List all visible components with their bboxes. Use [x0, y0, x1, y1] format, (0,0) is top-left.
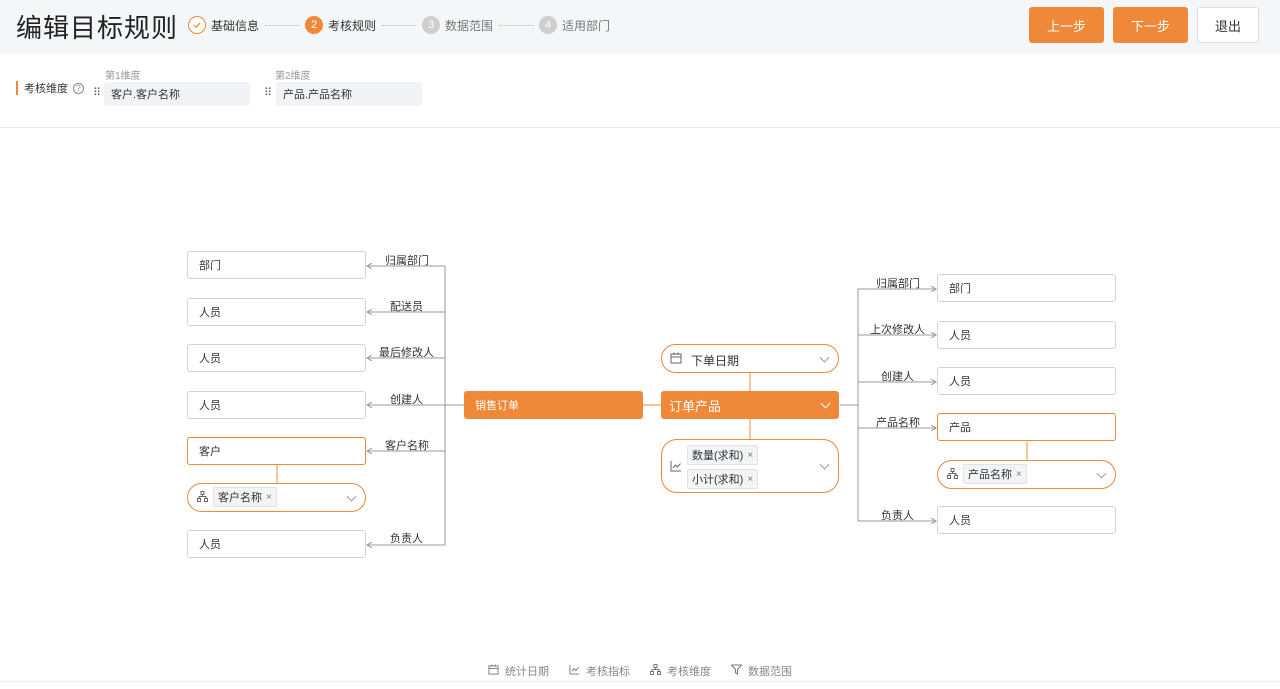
- left-target-customer[interactable]: 客户: [187, 437, 366, 465]
- left-target-owner[interactable]: 人员: [187, 530, 366, 558]
- selected-tag[interactable]: 产品名称 ×: [963, 464, 1027, 484]
- drag-handle-icon[interactable]: ⠿: [93, 87, 102, 99]
- step-separator: [382, 24, 417, 26]
- dimension-bar: 考核维度 ? 第1维度 ⠿ 客户.客户名称 第2维度 ⠿ 产品.产品名称: [0, 54, 1280, 128]
- line-chart-icon: [569, 664, 580, 678]
- drag-handle-icon[interactable]: ⠿: [264, 87, 273, 99]
- dim1-field[interactable]: 客户.客户名称: [104, 82, 250, 106]
- date-field-select[interactable]: 下单日期: [661, 344, 839, 373]
- relation-label: 归属部门: [385, 255, 429, 267]
- footer-legend: 统计日期 考核指标 考核维度 数据范围: [0, 660, 1280, 682]
- right-target-product[interactable]: 产品: [937, 413, 1116, 441]
- chevron-down-icon[interactable]: [346, 491, 357, 502]
- tag-label: 客户名称: [218, 492, 262, 504]
- close-icon[interactable]: ×: [1016, 468, 1022, 480]
- metric-select[interactable]: 数量(求和) × 小计(求和) ×: [661, 439, 839, 493]
- relation-label: 上次修改人: [870, 324, 925, 336]
- selected-tag[interactable]: 客户名称 ×: [213, 487, 277, 507]
- next-button[interactable]: 下一步: [1113, 7, 1188, 43]
- date-field-label: 下单日期: [691, 354, 740, 368]
- left-target-department[interactable]: 部门: [187, 251, 366, 279]
- relation-label: 产品名称: [876, 417, 920, 429]
- left-target-deliverer[interactable]: 人员: [187, 298, 366, 326]
- dim1-title: 第1维度: [105, 71, 141, 82]
- tag-label: 数量(求和): [692, 450, 744, 462]
- tag-label: 小计(求和): [692, 474, 744, 486]
- relation-label: 负责人: [881, 510, 914, 522]
- step-label: 考核规则: [328, 18, 377, 33]
- step-indicator: 基础信息 2 考核规则 3 数据范围 4 适用部门: [188, 15, 610, 35]
- footer-item-dimensions[interactable]: 考核维度: [650, 663, 711, 679]
- relation-label: 归属部门: [876, 278, 920, 290]
- check-icon: [188, 16, 206, 34]
- footer-item-data-range[interactable]: 数据范围: [730, 663, 792, 679]
- calendar-icon: [670, 352, 682, 367]
- connector-lines: [276, 129, 1028, 674]
- footer-item-label: 考核维度: [667, 665, 711, 678]
- chevron-down-icon[interactable]: [820, 398, 831, 409]
- hierarchy-icon: [650, 663, 661, 678]
- right-target-creator[interactable]: 人员: [937, 367, 1116, 395]
- relation-graph: 部门 人员 人员 人员 客户 客户名称 × 人员 归属部门 配送员 最后修改人 …: [0, 129, 1280, 674]
- chevron-down-icon[interactable]: [1096, 468, 1107, 479]
- hierarchy-icon: [947, 468, 958, 482]
- step-departments[interactable]: 4 适用部门: [539, 16, 610, 34]
- line-chart-icon: [670, 460, 682, 475]
- footer-item-stat-date[interactable]: 统计日期: [488, 663, 549, 679]
- close-icon[interactable]: ×: [747, 473, 754, 485]
- dim2-title: 第2维度: [275, 71, 311, 82]
- step-separator: [265, 24, 300, 26]
- customer-field-select[interactable]: 客户名称 ×: [187, 483, 366, 512]
- footer-item-label: 考核指标: [586, 665, 630, 678]
- footer-item-label: 数据范围: [748, 665, 792, 678]
- order-product-label: 订单产品: [669, 398, 722, 414]
- left-target-last-modifier[interactable]: 人员: [187, 344, 366, 372]
- relation-label: 负责人: [390, 533, 423, 545]
- relation-label: 客户名称: [385, 440, 429, 452]
- right-target-owner[interactable]: 人员: [937, 506, 1116, 534]
- relation-label: 创建人: [390, 394, 423, 406]
- dimension-label-text: 考核维度: [24, 83, 68, 95]
- dim2-field[interactable]: 产品.产品名称: [276, 82, 422, 106]
- calendar-icon: [488, 663, 499, 678]
- step-basic-info[interactable]: 基础信息: [188, 16, 259, 34]
- filter-icon: [730, 664, 743, 678]
- prev-button[interactable]: 上一步: [1029, 7, 1104, 43]
- relation-label: 最后修改人: [379, 347, 434, 359]
- metric-tag[interactable]: 小计(求和) ×: [687, 469, 759, 489]
- help-icon[interactable]: ?: [73, 82, 84, 94]
- step-label: 数据范围: [445, 18, 494, 33]
- relation-label: 创建人: [881, 371, 914, 383]
- right-target-last-modifier[interactable]: 人员: [937, 321, 1116, 349]
- order-product-node[interactable]: 订单产品: [661, 391, 839, 419]
- step-label: 适用部门: [562, 18, 611, 33]
- close-icon[interactable]: ×: [747, 449, 754, 461]
- hierarchy-icon: [197, 491, 208, 505]
- relation-label: 配送员: [390, 301, 423, 313]
- header: 编辑目标规则 基础信息 2 考核规则 3 数据范围 4 适用部门 上一步 下一步…: [0, 0, 1280, 54]
- step-separator: [499, 24, 534, 26]
- tag-label: 产品名称: [968, 469, 1012, 481]
- sales-order-node[interactable]: 销售订单: [464, 391, 643, 419]
- step-data-range[interactable]: 3 数据范围: [422, 16, 493, 34]
- chevron-down-icon[interactable]: [819, 352, 830, 363]
- footer-item-metrics[interactable]: 考核指标: [569, 663, 630, 679]
- step-label: 基础信息: [211, 18, 260, 33]
- exit-button[interactable]: 退出: [1197, 7, 1259, 43]
- step-number: 3: [422, 16, 441, 34]
- metric-tag[interactable]: 数量(求和) ×: [687, 445, 759, 465]
- step-number: 2: [305, 16, 324, 34]
- footer-item-label: 统计日期: [505, 665, 549, 678]
- step-rules[interactable]: 2 考核规则: [305, 16, 376, 34]
- close-icon[interactable]: ×: [266, 491, 272, 503]
- right-target-department[interactable]: 部门: [937, 274, 1116, 302]
- chevron-down-icon[interactable]: [819, 459, 830, 470]
- product-field-select[interactable]: 产品名称 ×: [937, 460, 1116, 489]
- dimension-label: 考核维度 ?: [16, 81, 84, 95]
- left-target-creator[interactable]: 人员: [187, 391, 366, 419]
- step-number: 4: [539, 16, 558, 34]
- page-title: 编辑目标规则: [16, 13, 179, 43]
